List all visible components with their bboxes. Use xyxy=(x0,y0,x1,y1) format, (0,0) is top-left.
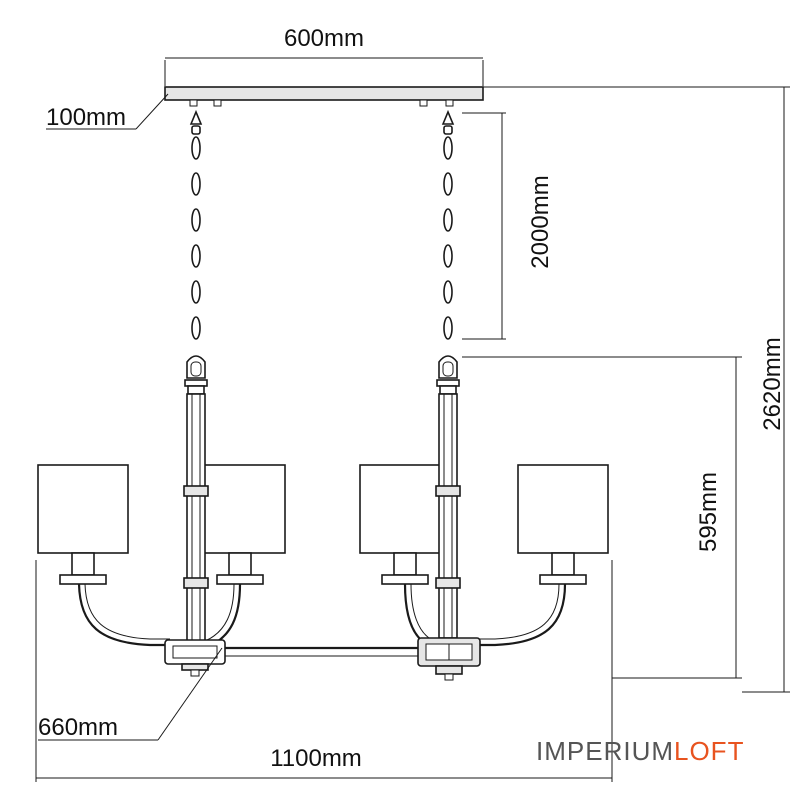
dimension-label-body-depth: 660mm xyxy=(38,714,118,741)
central-rod-right xyxy=(435,355,461,639)
lamp-socket-2 xyxy=(216,552,264,585)
dimension-total-height: 2620mm xyxy=(483,86,790,693)
suspension-chain-left xyxy=(189,109,203,340)
dimension-label-body-height: 595mm xyxy=(695,472,722,552)
dimension-body-height: 595mm xyxy=(462,356,742,679)
dimension-label-chain-length: 2000mm xyxy=(527,175,554,268)
suspension-chain-right xyxy=(441,109,455,340)
dimension-body-depth: 660mm xyxy=(38,647,223,741)
lamp-socket-3 xyxy=(381,552,429,585)
dimension-canopy-height: 100mm xyxy=(46,93,169,131)
svg-text:IMPERIUMLOFT: IMPERIUMLOFT xyxy=(536,736,744,766)
lamp-shade-4 xyxy=(517,464,609,554)
dimension-label-canopy-width: 600mm xyxy=(284,25,364,52)
central-hub-left xyxy=(164,639,226,677)
dimension-total-width: 1100mm xyxy=(35,560,613,782)
dimension-label-total-width: 1100mm xyxy=(270,745,362,772)
lamp-shade-1 xyxy=(37,464,129,554)
brand-logo: IMPERIUMLOFT xyxy=(536,736,744,766)
dimension-label-canopy-height: 100mm xyxy=(46,104,126,131)
dimension-canopy-width: 600mm xyxy=(164,25,484,86)
ceiling-canopy xyxy=(164,86,484,107)
dimension-label-total-height: 2620mm xyxy=(759,337,786,430)
lamp-socket-4 xyxy=(539,552,587,585)
chandelier-arms xyxy=(77,583,567,657)
lamp-shade-2 xyxy=(194,464,286,554)
dimension-chain-length: 2000mm xyxy=(462,112,554,340)
central-hub-right xyxy=(417,637,481,681)
brand-logo-part1: IMPERIUM xyxy=(536,736,674,766)
lamp-shade-3 xyxy=(359,464,451,554)
lamp-socket-1 xyxy=(59,552,107,585)
central-rod-left xyxy=(183,355,209,643)
brand-logo-part2: LOFT xyxy=(674,736,744,766)
